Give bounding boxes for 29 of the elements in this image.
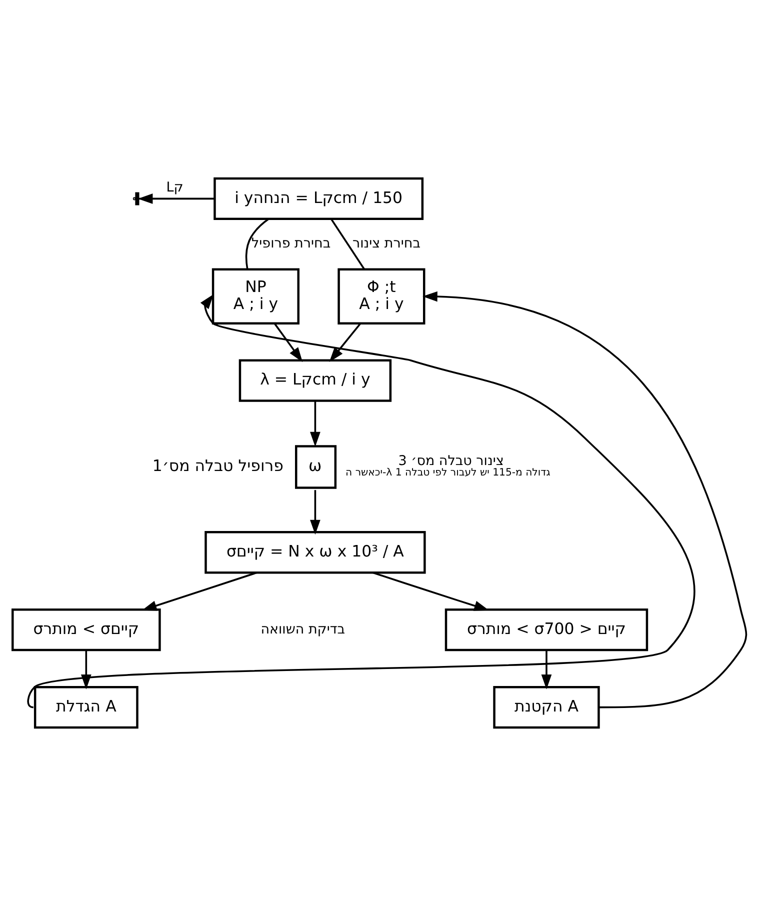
node-box: i yהנחה = Lקcm / 150 — [214, 176, 424, 220]
arrow — [329, 322, 362, 362]
arrow — [541, 650, 552, 689]
arrow — [310, 490, 320, 534]
arrow — [28, 294, 695, 708]
node-box: λ = Lקcm / i y — [238, 358, 392, 402]
arrow — [310, 400, 320, 446]
arrow — [142, 571, 258, 610]
arrow — [138, 193, 215, 204]
connector — [245, 218, 269, 269]
node-label: פרופיל טבלה מס׳1 — [152, 456, 284, 475]
arrow — [274, 322, 303, 362]
node-box: Φ ;t A ; i y — [338, 268, 426, 324]
arrow — [422, 290, 748, 708]
edge-label: בחירת צינור — [352, 235, 421, 252]
edge-label: Lק — [166, 179, 184, 196]
node-box: NP A ; i y — [212, 268, 300, 324]
node-box: הקטנת A — [493, 685, 600, 728]
node-label: צינור טבלה מס׳ 3 — [398, 452, 504, 468]
connector — [330, 218, 365, 270]
arrow — [372, 571, 490, 610]
edge-label: בחירת פרופיל — [252, 235, 331, 252]
node-box: הגדלת A — [34, 685, 138, 728]
node-label: יכאשר ה-λ גדולה מ-115 יש לעבור לפי טבלה 1 — [346, 467, 550, 478]
node-box: σמותר < σקיים < 700 — [444, 608, 648, 651]
label: בדיקת השוואה — [260, 620, 346, 637]
node-box: σמותר < σקיים — [12, 608, 161, 651]
node-box: σקיים = N x ω x 10³ / A — [204, 530, 426, 574]
node-box: ω — [295, 444, 337, 488]
